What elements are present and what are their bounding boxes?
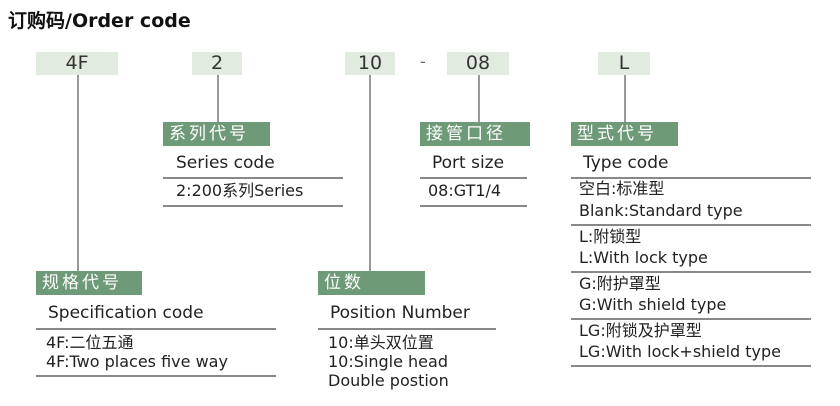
code-box-4f: 4F bbox=[36, 52, 118, 75]
position-item: 10:Single head bbox=[328, 352, 448, 371]
title: 订购码/Order code bbox=[8, 10, 191, 32]
divider bbox=[571, 224, 811, 226]
divider bbox=[36, 375, 276, 377]
divider bbox=[420, 205, 527, 207]
spec-item: 4F:二位五通 bbox=[46, 333, 134, 352]
connector-line bbox=[478, 75, 480, 123]
port-heading: Port size bbox=[432, 153, 505, 173]
connector-line bbox=[217, 75, 219, 123]
type-item-en: L:With lock type bbox=[579, 248, 708, 267]
type-item-en: G:With shield type bbox=[579, 295, 727, 314]
code-box-2: 2 bbox=[192, 52, 242, 75]
position-label: 位数 bbox=[318, 271, 425, 295]
type-item-en: Blank:Standard type bbox=[579, 201, 743, 220]
divider bbox=[571, 271, 811, 273]
series-heading: Series code bbox=[176, 153, 275, 173]
type-item-en: LG:With lock+shield type bbox=[579, 342, 782, 361]
position-heading: Position Number bbox=[330, 303, 470, 323]
code-box-l: L bbox=[598, 52, 650, 75]
connector-line bbox=[624, 75, 626, 123]
position-item: 10:单头双位置 bbox=[328, 333, 434, 352]
connector-line bbox=[77, 75, 79, 271]
divider bbox=[571, 318, 811, 320]
type-heading: Type code bbox=[583, 153, 669, 173]
port-item: 08:GT1/4 bbox=[428, 181, 502, 200]
divider bbox=[318, 328, 496, 330]
divider bbox=[571, 177, 811, 179]
divider bbox=[571, 365, 811, 367]
connector-line bbox=[369, 75, 371, 271]
divider bbox=[163, 177, 343, 179]
spec-heading: Specification code bbox=[48, 303, 204, 323]
type-item-cn: G:附护罩型 bbox=[579, 274, 661, 293]
divider bbox=[36, 328, 276, 330]
spec-label: 规格代号 bbox=[36, 271, 142, 295]
spec-item: 4F:Two places five way bbox=[46, 352, 228, 371]
port-label: 接管口径 bbox=[420, 122, 530, 146]
code-dash: - bbox=[420, 52, 426, 71]
series-item: 2:200系列Series bbox=[176, 181, 304, 200]
position-item: Double postion bbox=[328, 371, 449, 390]
type-item-cn: LG:附锁及护罩型 bbox=[579, 321, 702, 340]
type-item-cn: L:附锁型 bbox=[579, 227, 642, 246]
code-box-08: 08 bbox=[447, 52, 509, 75]
divider bbox=[420, 177, 527, 179]
divider bbox=[163, 205, 343, 207]
code-box-10: 10 bbox=[345, 52, 395, 75]
type-item-cn: 空白:标准型 bbox=[579, 179, 665, 198]
series-label: 系列代号 bbox=[163, 122, 270, 146]
type-label: 型式代号 bbox=[571, 122, 678, 146]
